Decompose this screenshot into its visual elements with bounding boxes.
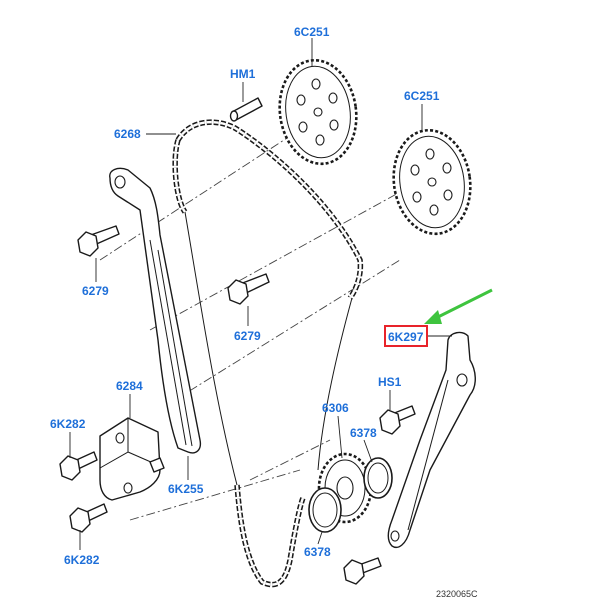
- bolt-hs1: [379, 405, 416, 435]
- bolt-crank-bottom: [343, 557, 382, 585]
- cam-sprocket-upper: [278, 58, 358, 166]
- label-crank-sprocket: 6306: [322, 401, 349, 415]
- label-oring-bottom: 6378: [304, 545, 331, 559]
- leader-lines: [69, 38, 452, 550]
- oring-right: [363, 457, 393, 499]
- label-oring-right: 6378: [350, 426, 377, 440]
- label-bolt-left: 6279: [82, 284, 109, 298]
- bolt-6279-left: [77, 225, 120, 257]
- label-bolt-tensioner-bottom: 6K282: [64, 553, 100, 567]
- oring-bottom: [308, 487, 342, 533]
- label-bolt-center: 6279: [234, 329, 261, 343]
- cam-sprocket-lower: [392, 128, 472, 236]
- label-chain: 6268: [114, 127, 141, 141]
- label-pin: HM1: [230, 67, 256, 81]
- right-chain-guide: [387, 331, 476, 548]
- bolt-6k282-bottom: [69, 503, 108, 533]
- label-guide-highlighted: 6K297: [388, 330, 424, 344]
- label-tensioner: 6284: [116, 379, 143, 393]
- label-cam-sprocket-lower: 6C251: [404, 89, 440, 103]
- dowel-pin: [229, 97, 263, 122]
- highlight-box: [384, 325, 428, 347]
- left-chain-guide: [109, 167, 202, 454]
- label-cam-sprocket-upper: 6C251: [294, 25, 330, 39]
- label-bolt-hs1: HS1: [378, 375, 402, 389]
- bolt-6279-center: [227, 273, 270, 305]
- reference-number: 2320065C: [436, 589, 478, 599]
- label-bolt-tensioner-top: 6K282: [50, 417, 86, 431]
- timing-chain: [172, 119, 364, 588]
- chain-tensioner: [99, 417, 165, 501]
- pointer-arrow: [424, 288, 493, 324]
- bolt-6k282-top: [59, 451, 98, 481]
- label-guide-left: 6K255: [168, 482, 204, 496]
